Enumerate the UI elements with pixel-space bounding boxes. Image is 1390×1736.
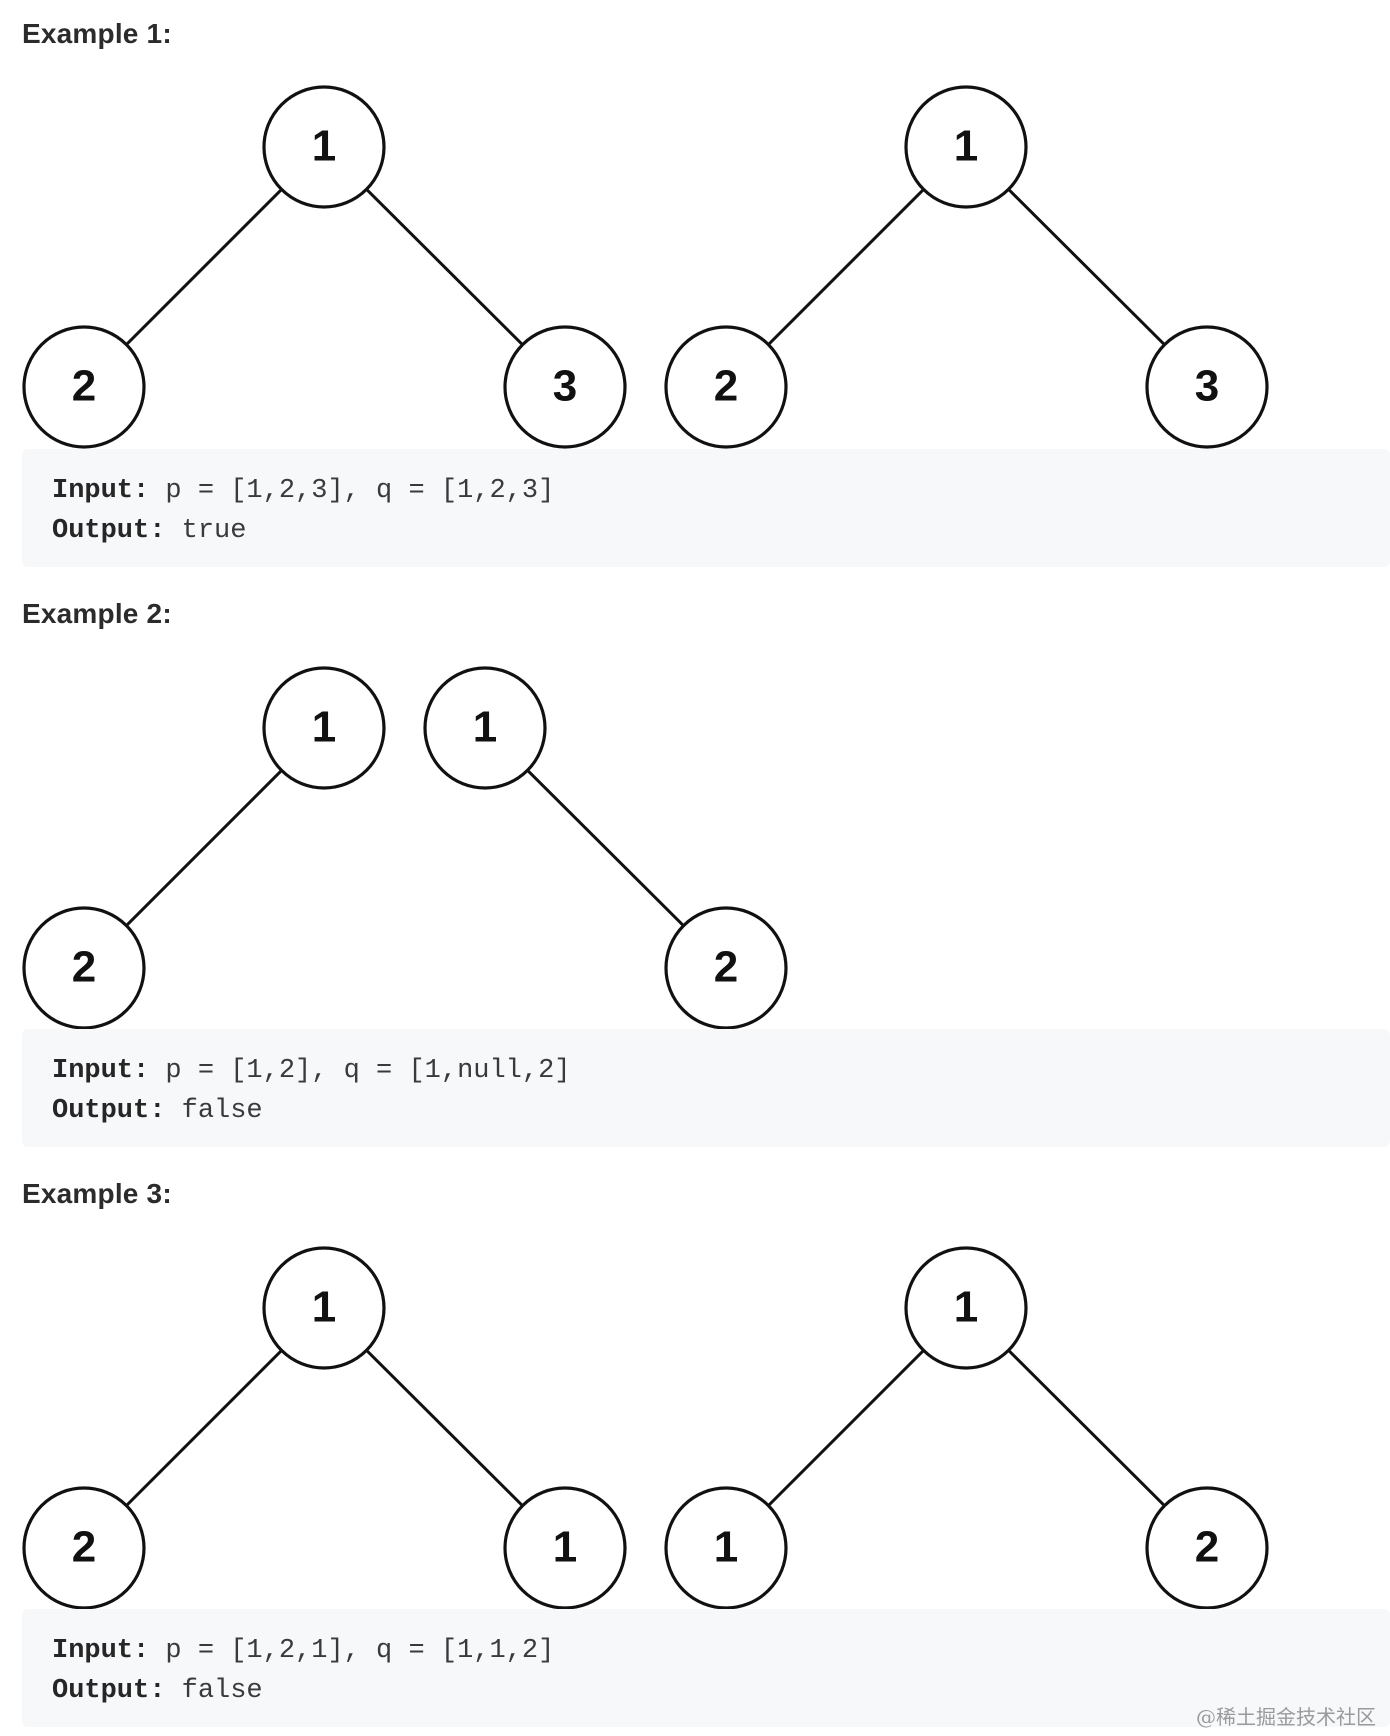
tree-node-value: 2 xyxy=(72,362,96,411)
example-1-code-block: Input: p = [1,2,3], q = [1,2,3] Output: … xyxy=(22,449,1390,567)
example-2-heading: Example 2: xyxy=(22,598,172,629)
tree-q-left-node: 2 xyxy=(664,325,788,449)
output-value: false xyxy=(165,1096,263,1126)
input-label: Input: xyxy=(52,1636,150,1666)
watermark-text: @稀土掘金技术社区 xyxy=(1196,1705,1376,1729)
example-2-input-line: Input: p = [1,2], q = [1,null,2] xyxy=(52,1051,1390,1091)
tree-q-right-node: 2 xyxy=(664,906,788,1030)
tree-node-value: 1 xyxy=(312,703,336,752)
output-label: Output: xyxy=(52,1096,166,1126)
example-3-trees-figure: 1 2 1 1 1 2 xyxy=(22,1246,1269,1610)
tree-q-right-node: 3 xyxy=(1145,325,1269,449)
tree-q-root-node: 1 xyxy=(423,666,547,790)
tree-q-left-node: 1 xyxy=(664,1486,788,1610)
tree-p-left-node: 2 xyxy=(22,1486,146,1610)
tree-p-left-edge xyxy=(125,1349,283,1507)
tree-node-value: 2 xyxy=(714,362,738,411)
output-label: Output: xyxy=(52,1676,166,1706)
tree-q-left-edge xyxy=(767,1349,925,1507)
example-3-heading: Example 3: xyxy=(22,1178,172,1209)
input-value: p = [1,2,1], q = [1,1,2] xyxy=(149,1636,555,1666)
tree-node-value: 1 xyxy=(473,703,497,752)
tree-p-left-node: 2 xyxy=(22,325,146,449)
input-label: Input: xyxy=(52,476,150,506)
tree-node-value: 2 xyxy=(714,943,738,992)
tree-p-left-edge xyxy=(125,188,283,346)
example-1-trees-figure: 1 2 3 1 2 3 xyxy=(22,85,1269,449)
input-value: p = [1,2], q = [1,null,2] xyxy=(149,1056,571,1086)
tree-node-value: 2 xyxy=(72,943,96,992)
tree-node-value: 3 xyxy=(553,362,577,411)
tree-p-right-node: 1 xyxy=(503,1486,627,1610)
example-1-heading: Example 1: xyxy=(22,18,172,49)
output-label: Output: xyxy=(52,516,166,546)
input-label: Input: xyxy=(52,1056,150,1086)
output-value: false xyxy=(165,1676,263,1706)
example-3-output-line: Output: false xyxy=(52,1671,1390,1711)
tree-q-right-edge xyxy=(526,769,685,927)
example-1-input-line: Input: p = [1,2,3], q = [1,2,3] xyxy=(52,471,1390,511)
tree-node-value: 2 xyxy=(72,1523,96,1572)
example-3-code-block: Input: p = [1,2,1], q = [1,1,2] Output: … xyxy=(22,1609,1390,1727)
example-2-code-block: Input: p = [1,2], q = [1,null,2] Output:… xyxy=(22,1029,1390,1147)
tree-q-root-node: 1 xyxy=(904,85,1028,209)
tree-p-right-node: 3 xyxy=(503,325,627,449)
tree-node-value: 1 xyxy=(714,1523,738,1572)
tree-node-value: 2 xyxy=(1195,1523,1219,1572)
tree-p-root-node: 1 xyxy=(262,666,386,790)
tree-q-right-node: 2 xyxy=(1145,1486,1269,1610)
tree-p-left-edge xyxy=(125,769,283,927)
output-value: true xyxy=(165,516,247,546)
tree-node-value: 1 xyxy=(553,1523,577,1572)
tree-p-root-node: 1 xyxy=(262,85,386,209)
tree-p-left-node: 2 xyxy=(22,906,146,1030)
example-2-output-line: Output: false xyxy=(52,1091,1390,1131)
tree-q-right-edge xyxy=(1007,1349,1166,1507)
tree-node-value: 1 xyxy=(954,1283,978,1332)
tree-q-right-edge xyxy=(1007,188,1166,346)
tree-p-right-edge xyxy=(365,1349,524,1507)
tree-node-value: 1 xyxy=(312,122,336,171)
example-3-input-line: Input: p = [1,2,1], q = [1,1,2] xyxy=(52,1631,1390,1671)
example-2-trees-figure: 1 2 1 2 xyxy=(22,666,788,1030)
example-1-output-line: Output: true xyxy=(52,511,1390,551)
tree-node-value: 1 xyxy=(312,1283,336,1332)
tree-node-value: 1 xyxy=(954,122,978,171)
tree-p-root-node: 1 xyxy=(262,1246,386,1370)
tree-q-root-node: 1 xyxy=(904,1246,1028,1370)
input-value: p = [1,2,3], q = [1,2,3] xyxy=(149,476,555,506)
tree-p-right-edge xyxy=(365,188,524,346)
tree-q-left-edge xyxy=(767,188,925,346)
tree-node-value: 3 xyxy=(1195,362,1219,411)
